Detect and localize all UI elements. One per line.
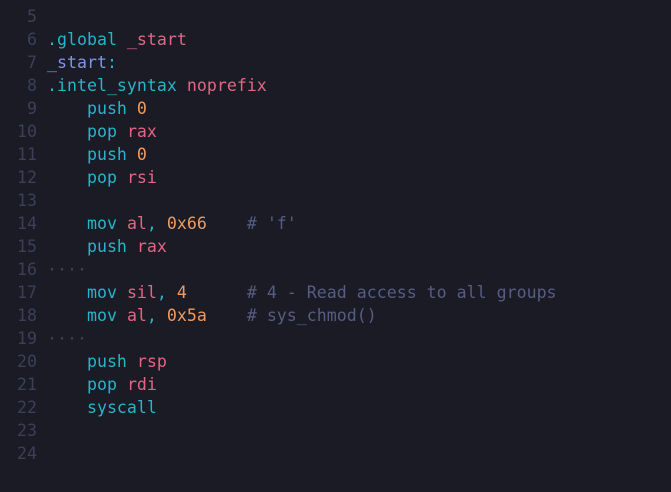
- code-token: # 'f': [206, 214, 297, 233]
- code-token: rdi: [126, 375, 157, 394]
- code-token: al: [126, 306, 147, 325]
- code-token: push: [47, 145, 137, 164]
- line-number: 8: [27, 76, 37, 95]
- code-token: .global: [47, 30, 127, 49]
- line-number: 19: [17, 329, 37, 348]
- code-text: ····: [47, 327, 87, 350]
- code-token: ····: [47, 260, 87, 279]
- line-number: 9: [27, 99, 37, 118]
- code-token: rsi: [126, 168, 157, 187]
- code-line[interactable]: 8 .intel_syntax noprefix: [0, 74, 671, 97]
- line-number: 11: [17, 145, 37, 164]
- code-line[interactable]: 22 syscall: [0, 396, 671, 419]
- code-token: 0x5a: [166, 306, 207, 325]
- code-text: .intel_syntax noprefix: [47, 74, 267, 97]
- line-number: 12: [17, 168, 37, 187]
- code-token: noprefix: [186, 76, 267, 95]
- code-token: 4: [176, 283, 187, 302]
- code-token: ,: [146, 306, 167, 325]
- code-token: rsp: [136, 352, 167, 371]
- code-line[interactable]: 21 pop rdi: [0, 373, 671, 396]
- code-line[interactable]: 11 push 0: [0, 143, 671, 166]
- code-token: .intel_syntax: [47, 76, 187, 95]
- line-number: 10: [17, 122, 37, 141]
- code-line[interactable]: 20 push rsp: [0, 350, 671, 373]
- line-number: 5: [27, 7, 37, 26]
- code-text: mov sil, 4 # 4 - Read access to all grou…: [47, 281, 557, 304]
- code-line[interactable]: 10 pop rax: [0, 120, 671, 143]
- code-token: _start: [47, 53, 107, 72]
- code-line[interactable]: 7 _start:: [0, 51, 671, 74]
- code-text: push rsp: [47, 350, 167, 373]
- code-text: mov al, 0x5a # sys_chmod(): [47, 304, 377, 327]
- line-number: 20: [17, 352, 37, 371]
- code-line[interactable]: 19 ····: [0, 327, 671, 350]
- code-text: .global _start: [47, 28, 187, 51]
- code-token: push: [47, 99, 137, 118]
- code-line[interactable]: 14 mov al, 0x66 # 'f': [0, 212, 671, 235]
- code-token: push: [47, 237, 137, 256]
- code-line[interactable]: 6 .global _start: [0, 28, 671, 51]
- code-line[interactable]: 15 push rax: [0, 235, 671, 258]
- code-token: rax: [126, 122, 157, 141]
- code-text: ····: [47, 258, 87, 281]
- code-line[interactable]: 24: [0, 442, 671, 465]
- code-token: mov: [47, 306, 127, 325]
- code-token: ····: [47, 329, 87, 348]
- code-text: pop rsi: [47, 166, 157, 189]
- code-text: pop rax: [47, 120, 157, 143]
- code-token: push: [47, 352, 137, 371]
- code-text: mov al, 0x66 # 'f': [47, 212, 297, 235]
- code-editor[interactable]: 5 6 .global _start 7 _start: 8 .intel_syntax n…: [0, 5, 671, 465]
- code-token: pop: [47, 122, 127, 141]
- code-token: pop: [47, 168, 127, 187]
- code-line[interactable]: 9 push 0: [0, 97, 671, 120]
- code-token: 0: [136, 145, 147, 164]
- code-text: push 0: [47, 97, 147, 120]
- line-number: 15: [17, 237, 37, 256]
- code-token: al: [126, 214, 147, 233]
- code-token: # 4 - Read access to all groups: [186, 283, 557, 302]
- code-token: pop: [47, 375, 127, 394]
- code-token: 0: [136, 99, 147, 118]
- line-number: 7: [27, 53, 37, 72]
- code-token: # sys_chmod(): [206, 306, 377, 325]
- code-text: pop rdi: [47, 373, 157, 396]
- line-number: 21: [17, 375, 37, 394]
- line-number: 24: [17, 444, 37, 463]
- code-line[interactable]: 12 pop rsi: [0, 166, 671, 189]
- line-number: 23: [17, 421, 37, 440]
- code-text: push rax: [47, 235, 167, 258]
- line-number: 18: [17, 306, 37, 325]
- code-text: _start:: [47, 51, 117, 74]
- line-number: 17: [17, 283, 37, 302]
- code-token: mov: [47, 214, 127, 233]
- code-token: syscall: [47, 398, 157, 417]
- code-line[interactable]: 23: [0, 419, 671, 442]
- code-token: _start: [126, 30, 187, 49]
- code-line[interactable]: 16 ····: [0, 258, 671, 281]
- code-line[interactable]: 13: [0, 189, 671, 212]
- line-number: 14: [17, 214, 37, 233]
- code-token: :: [106, 53, 117, 72]
- code-text: syscall: [47, 396, 157, 419]
- line-number: 13: [17, 191, 37, 210]
- code-text: push 0: [47, 143, 147, 166]
- code-token: ,: [156, 283, 177, 302]
- line-number: 16: [17, 260, 37, 279]
- code-line[interactable]: 18 mov al, 0x5a # sys_chmod(): [0, 304, 671, 327]
- code-line[interactable]: 5: [0, 5, 671, 28]
- code-line[interactable]: 17 mov sil, 4 # 4 - Read access to all g…: [0, 281, 671, 304]
- code-token: ,: [146, 214, 167, 233]
- code-token: sil: [126, 283, 157, 302]
- code-token: rax: [136, 237, 167, 256]
- line-number: 22: [17, 398, 37, 417]
- line-number: 6: [27, 30, 37, 49]
- code-token: 0x66: [166, 214, 207, 233]
- code-token: mov: [47, 283, 127, 302]
